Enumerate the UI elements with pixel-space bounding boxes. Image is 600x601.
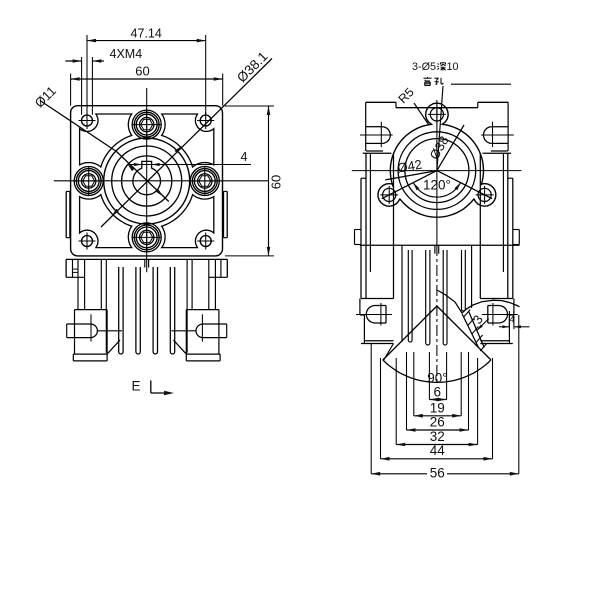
svg-text:44: 44 — [430, 443, 446, 458]
svg-text:60: 60 — [135, 64, 149, 79]
svg-text:26: 26 — [430, 415, 445, 430]
svg-text:32: 32 — [430, 429, 445, 444]
svg-text:4XM4: 4XM4 — [110, 47, 143, 61]
svg-text:60: 60 — [269, 175, 284, 189]
svg-text:56: 56 — [430, 466, 445, 481]
svg-text:19: 19 — [430, 401, 445, 416]
svg-text:6: 6 — [434, 384, 442, 399]
svg-text:3-Ø5: 3-Ø5 — [412, 61, 436, 73]
svg-text:4: 4 — [509, 315, 514, 326]
svg-text:90°: 90° — [427, 371, 447, 386]
svg-text:10: 10 — [446, 61, 458, 73]
svg-text:47.14: 47.14 — [131, 26, 162, 40]
svg-text:E: E — [131, 379, 140, 394]
svg-text:4: 4 — [241, 150, 248, 164]
